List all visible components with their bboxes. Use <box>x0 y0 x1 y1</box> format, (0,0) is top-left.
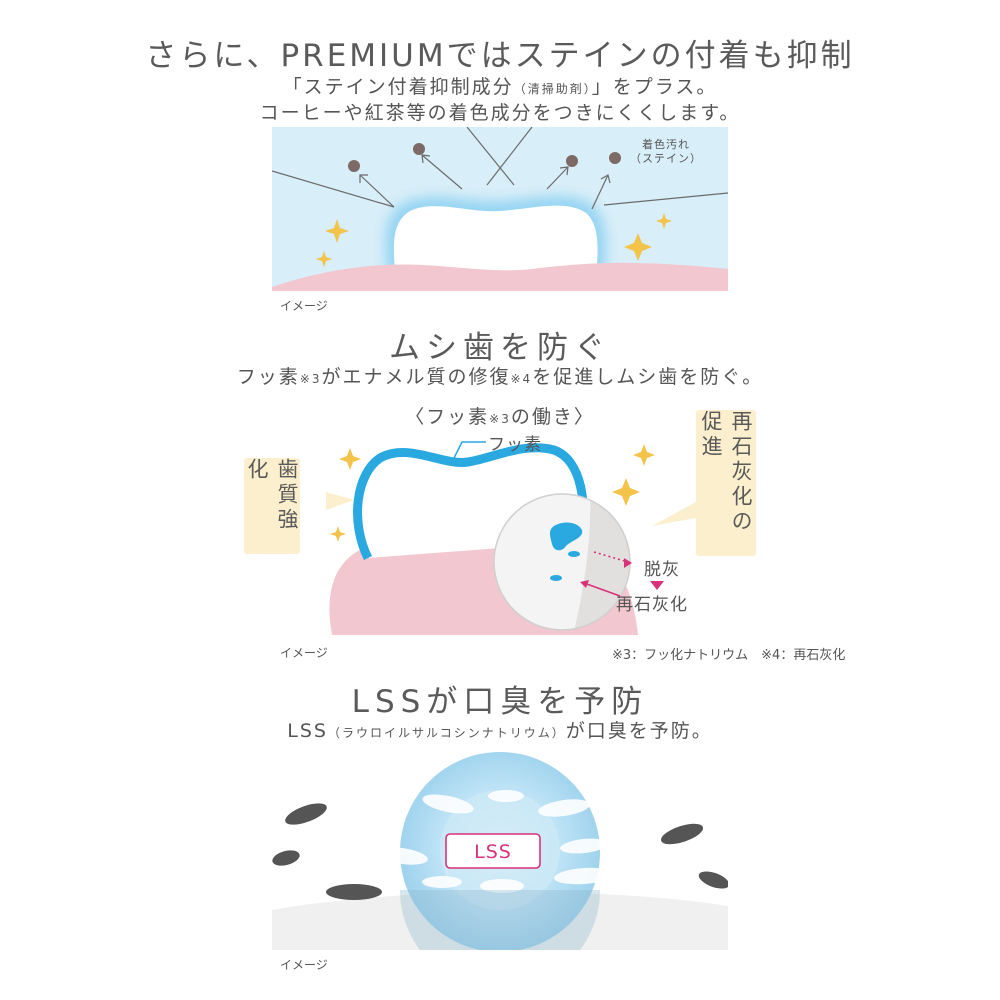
sparkle-icon <box>339 448 361 470</box>
section1-title: さらに、PREMIUMではステインの付着も抑制 <box>145 38 855 74</box>
stain-dot <box>566 155 578 167</box>
section3-title: LSSが口臭を予防 <box>351 684 649 720</box>
image-note-1: イメージ <box>280 299 328 313</box>
section1-line1: 「ステイン付着抑制成分（清掃助剤）」をプラス。 <box>282 76 718 98</box>
demineralization-label: 脱灰 <box>644 560 680 580</box>
stain-dot <box>348 160 360 172</box>
bacteria-shape <box>698 871 728 889</box>
bacteria-shape <box>285 803 327 825</box>
section2-caption: 〈フッ素※3の働き〉 <box>405 406 595 428</box>
bacteria-shape <box>326 884 382 900</box>
lss-badge-text: LSS <box>474 841 512 863</box>
sparkle-icon <box>633 444 655 466</box>
sparkle-icon <box>316 251 332 267</box>
gum-shape <box>272 262 728 291</box>
bacteria-shape <box>272 850 300 866</box>
sparkle-icon <box>325 219 349 243</box>
remineralization-box: 再石灰化の促進 <box>696 410 756 556</box>
sparkle-icon <box>330 526 346 542</box>
sparkle-icon <box>656 213 672 229</box>
image-note-3: イメージ <box>280 958 328 972</box>
section1-line2: コーヒーや紅茶等の着色成分をつきにくくします。 <box>259 102 741 124</box>
sparkle-icon <box>624 233 652 261</box>
section3-desc: LSS（ラウロイルサルコシンナトリウム）が口臭を予防。 <box>287 720 713 742</box>
remineralization-label: 再石灰化 <box>616 595 688 615</box>
direction-triangle <box>650 581 664 590</box>
stain-label: 着色汚れ （ステイン） <box>630 138 702 165</box>
image-note-2: イメージ <box>280 646 328 660</box>
fluorine-illustration <box>326 441 696 635</box>
section2-title: ムシ歯を防ぐ <box>389 330 611 366</box>
lss-badge <box>445 833 541 869</box>
bacteria-shape <box>660 823 704 845</box>
stain-illustration <box>272 127 728 291</box>
repel-arrows <box>359 154 611 210</box>
captured-particles <box>376 790 614 893</box>
lss-illustration <box>272 752 728 950</box>
enamel-strengthen-box: 歯質強化 <box>244 458 300 554</box>
sparkle-icon <box>612 478 640 506</box>
fluorine-label: フッ素 <box>488 435 542 455</box>
footnote: ※3：フッ化ナトリウム ※4：再石灰化 <box>612 648 846 663</box>
stain-dot <box>609 152 621 164</box>
stain-dot <box>413 143 425 155</box>
section2-desc: フッ素※3がエナメル質の修復※4を促進しムシ歯を防ぐ。 <box>236 366 764 388</box>
